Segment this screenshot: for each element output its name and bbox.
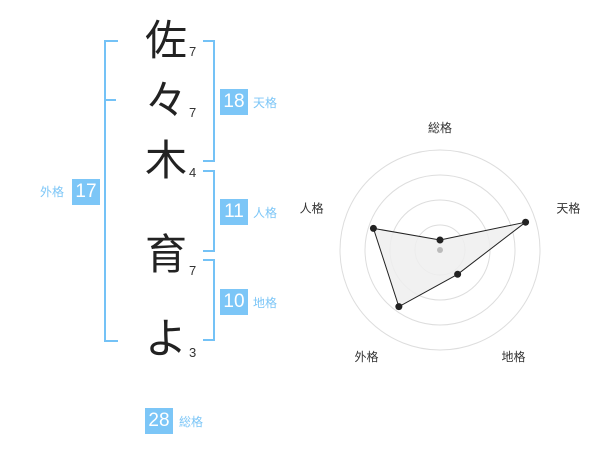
jinkaku-bracket <box>203 170 215 252</box>
soukaku-badge: 28 <box>145 408 173 434</box>
radar-point-2 <box>522 218 530 226</box>
radar-grid-ring <box>339 149 541 351</box>
jinkaku-badge: 11 <box>220 199 248 225</box>
radar-series-polygon <box>372 221 526 308</box>
stroke-count-1: 7 <box>189 44 197 59</box>
soukaku-label: 総格 <box>179 415 204 429</box>
stroke-count-5: 3 <box>189 345 197 360</box>
gaikaku-bracket-tick <box>104 99 116 101</box>
radar-point-5 <box>369 224 377 232</box>
radar-axis-label-5: 人格 <box>300 200 324 215</box>
radar-axis-label-1: 総格 <box>428 120 452 135</box>
radar-grid-ring <box>364 174 516 326</box>
chikaku-bracket <box>203 259 215 341</box>
stroke-count-2: 7 <box>189 105 197 120</box>
jinkaku-label: 人格 <box>253 206 278 220</box>
radar-point-4 <box>395 303 403 311</box>
name-char-3: 木 <box>144 136 187 185</box>
tenkaku-label: 天格 <box>253 96 278 110</box>
name-char-1: 佐 <box>144 16 187 65</box>
stroke-count-3: 4 <box>189 165 197 180</box>
name-char-4: 育 <box>144 230 187 279</box>
radar-axis-label-2: 天格 <box>556 200 580 215</box>
stroke-count-4: 7 <box>189 263 197 278</box>
name-char-5: よ <box>144 314 187 363</box>
gaikaku-bracket <box>104 40 118 342</box>
radar-center-dot <box>437 247 443 253</box>
radar-point-3 <box>454 270 462 278</box>
name-char-2: 々 <box>144 76 187 125</box>
gaikaku-label: 外格 <box>40 185 65 199</box>
radar-point-1 <box>436 236 444 244</box>
gaikaku-badge: 17 <box>72 179 100 205</box>
radar-axis-label-3: 地格 <box>501 349 525 364</box>
radar-axis-label-4: 外格 <box>355 349 379 364</box>
chikaku-badge: 10 <box>220 289 248 315</box>
tenkaku-badge: 18 <box>220 89 248 115</box>
tenkaku-bracket <box>203 40 215 162</box>
chikaku-label: 地格 <box>253 296 278 310</box>
